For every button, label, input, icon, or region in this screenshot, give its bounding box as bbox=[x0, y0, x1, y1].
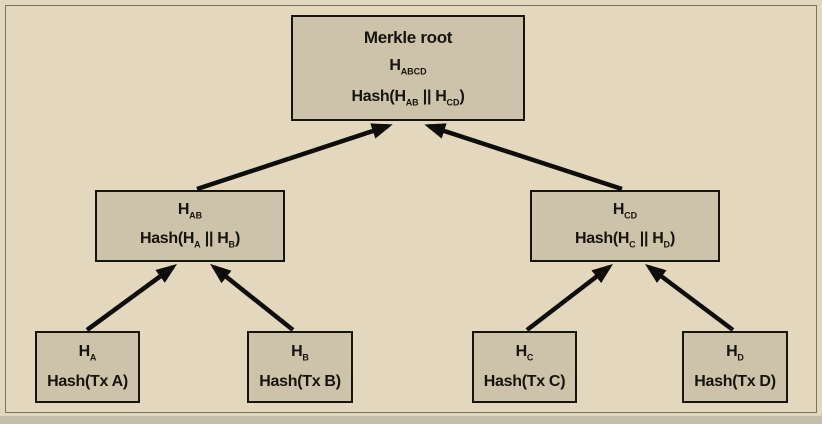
hash-d-label: HD bbox=[726, 343, 744, 363]
node-hash-ab: HAB Hash(HA || HB) bbox=[95, 190, 285, 262]
edge-hab-to-root bbox=[196, 123, 393, 192]
edge-ha-to-hab bbox=[85, 264, 178, 332]
node-hash-a: HA Hash(Tx A) bbox=[35, 331, 140, 403]
edge-hc-to-hcd bbox=[525, 263, 613, 332]
hash-c-formula: Hash(Tx C) bbox=[483, 372, 566, 390]
hash-cd-label: HCD bbox=[612, 201, 638, 221]
merkle-root-hash-label: HABCD bbox=[389, 57, 427, 77]
hash-ab-formula: Hash(HA || HB) bbox=[139, 230, 241, 250]
node-merkle-root: Merkle root HABCD Hash(HAB || HCD) bbox=[291, 15, 525, 121]
node-hash-c: HC Hash(Tx C) bbox=[472, 331, 577, 403]
node-hash-d: HD Hash(Tx D) bbox=[682, 331, 788, 403]
hash-b-formula: Hash(Tx B) bbox=[259, 372, 341, 390]
hash-a-formula: Hash(Tx A) bbox=[47, 372, 128, 390]
edge-hcd-to-root bbox=[424, 123, 623, 192]
node-hash-cd: HCD Hash(HC || HD) bbox=[530, 190, 720, 262]
hash-ab-label: HAB bbox=[177, 201, 203, 221]
edge-hb-to-hab bbox=[210, 263, 295, 332]
merkle-root-title: Merkle root bbox=[363, 28, 453, 48]
edge-hd-to-hcd bbox=[645, 264, 735, 332]
hash-cd-formula: Hash(HC || HD) bbox=[574, 230, 676, 250]
node-hash-b: HB Hash(Tx B) bbox=[247, 331, 353, 403]
page-bottom-edge bbox=[0, 416, 822, 424]
hash-a-label: HA bbox=[78, 343, 97, 363]
hash-b-label: HB bbox=[291, 343, 309, 363]
merkle-root-hash-formula: Hash(HAB || HCD) bbox=[351, 87, 465, 107]
hash-d-formula: Hash(Tx D) bbox=[694, 372, 776, 390]
hash-c-label: HC bbox=[515, 343, 534, 363]
